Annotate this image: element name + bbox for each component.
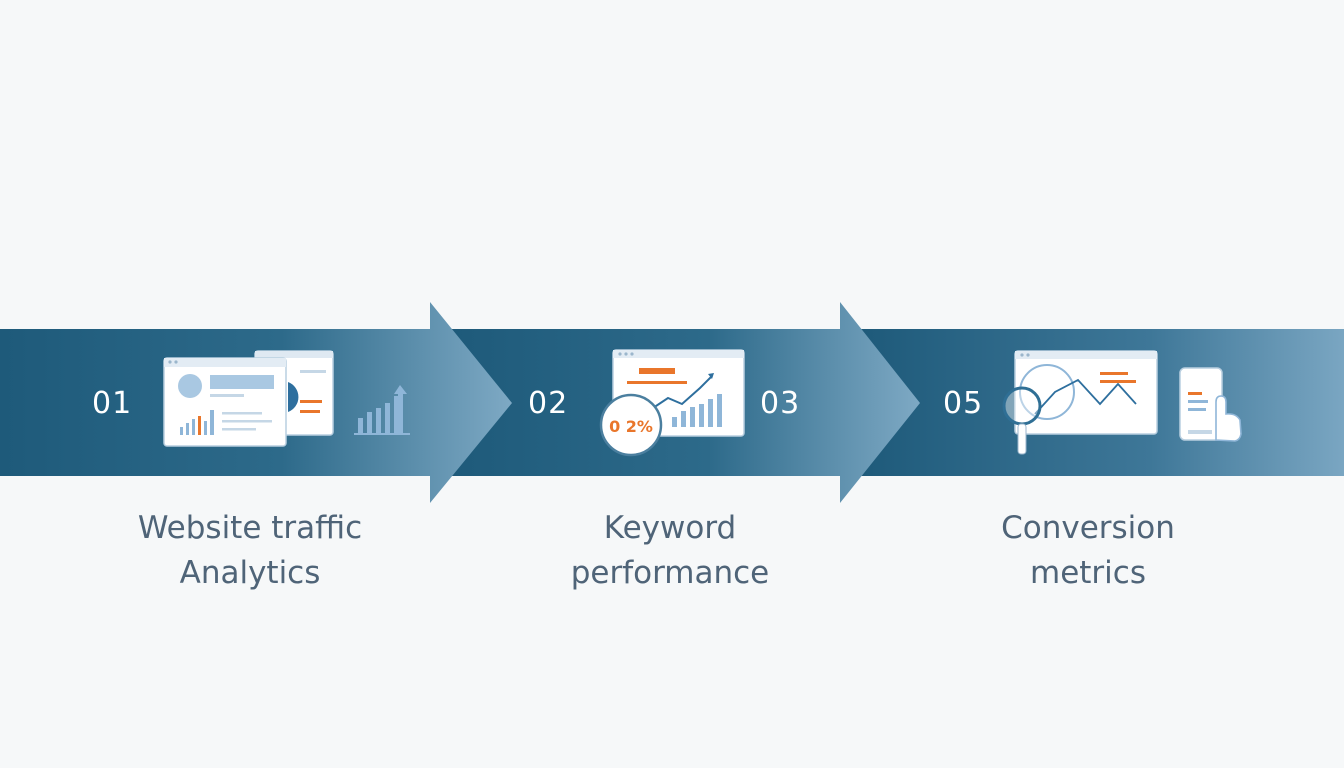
step-label-conversion-metrics: Conversion metrics <box>938 506 1238 596</box>
bar-growth-icon <box>354 385 410 435</box>
magnifier-icon <box>1002 386 1042 455</box>
step-label-website-traffic: Website traffic Analytics <box>100 506 400 596</box>
conversion-monitor-icon <box>1014 350 1158 435</box>
step-label-line: Conversion <box>1001 510 1175 546</box>
step-number-05: 05 <box>943 386 984 421</box>
analytics-dashboard-icon <box>163 350 334 447</box>
step-number-02: 02 <box>528 386 569 421</box>
step-label-line: Analytics <box>179 555 321 591</box>
step-label-line: Website traffic <box>137 510 363 546</box>
step-label-line: metrics <box>1030 555 1146 591</box>
step-label-keyword-performance: Keyword performance <box>520 506 820 596</box>
step-label-line: performance <box>570 555 770 591</box>
step-number-01: 01 <box>92 386 133 421</box>
step-label-line: Keyword <box>603 510 737 546</box>
step-number-03: 03 <box>760 386 801 421</box>
mobile-tap-icon <box>1179 367 1242 442</box>
percent-badge-text: 0 2% <box>609 417 653 436</box>
keyword-chart-icon: 0 2% <box>599 349 745 457</box>
